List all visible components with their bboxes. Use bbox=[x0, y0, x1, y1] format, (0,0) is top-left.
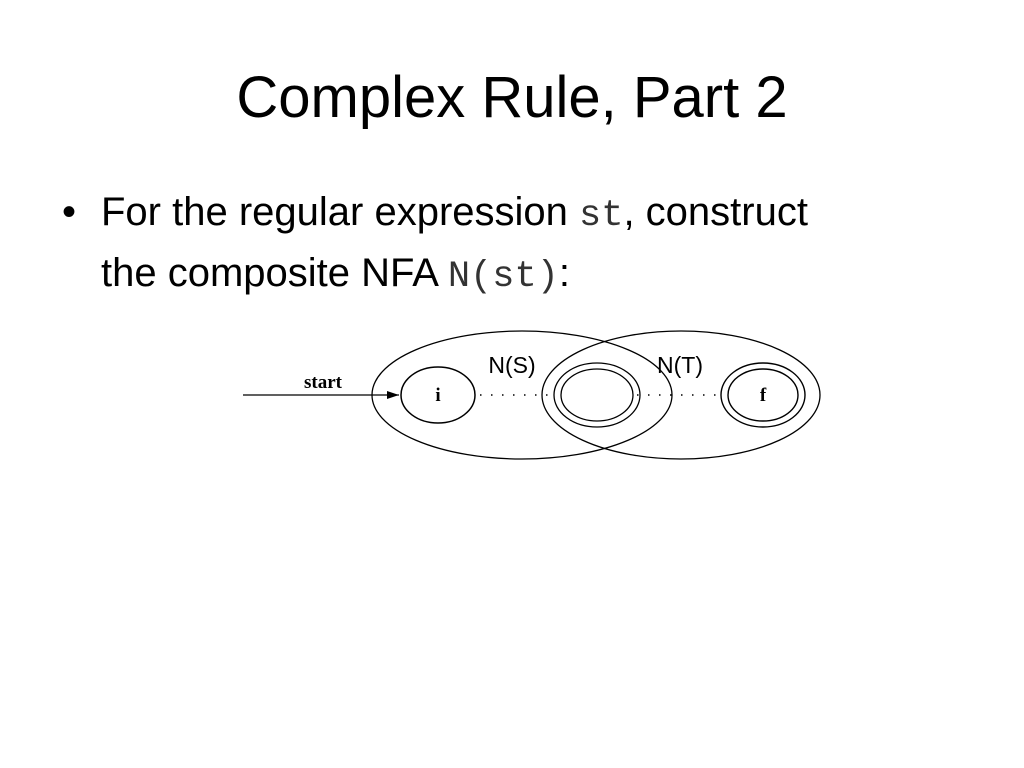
nfa-code: N(st) bbox=[447, 256, 559, 298]
bullet-text-before: For the regular expression bbox=[101, 190, 580, 234]
slide-title: Complex Rule, Part 2 bbox=[236, 65, 788, 130]
final-state-inner bbox=[727, 368, 799, 422]
regex-code: st bbox=[579, 195, 624, 237]
initial-state-label: i bbox=[435, 385, 440, 406]
merged-state-outer bbox=[553, 362, 641, 428]
nfa-t-label: N(T) bbox=[657, 352, 703, 378]
initial-state bbox=[400, 366, 476, 424]
merged-state-inner bbox=[560, 368, 634, 422]
bullet-text-after: : bbox=[558, 251, 570, 295]
nfa-t-boundary bbox=[541, 330, 821, 460]
final-state-label: f bbox=[760, 385, 767, 406]
bullet-text-middle: , construct bbox=[623, 190, 808, 234]
final-state-outer bbox=[720, 362, 806, 428]
bullet-text: For the regular expression st, construct… bbox=[101, 184, 961, 306]
nfa-s-label: N(S) bbox=[488, 352, 535, 378]
bullet-text-line2: the composite NFA bbox=[101, 251, 448, 295]
bullet-dot: • bbox=[62, 190, 77, 234]
start-label: start bbox=[304, 372, 343, 393]
